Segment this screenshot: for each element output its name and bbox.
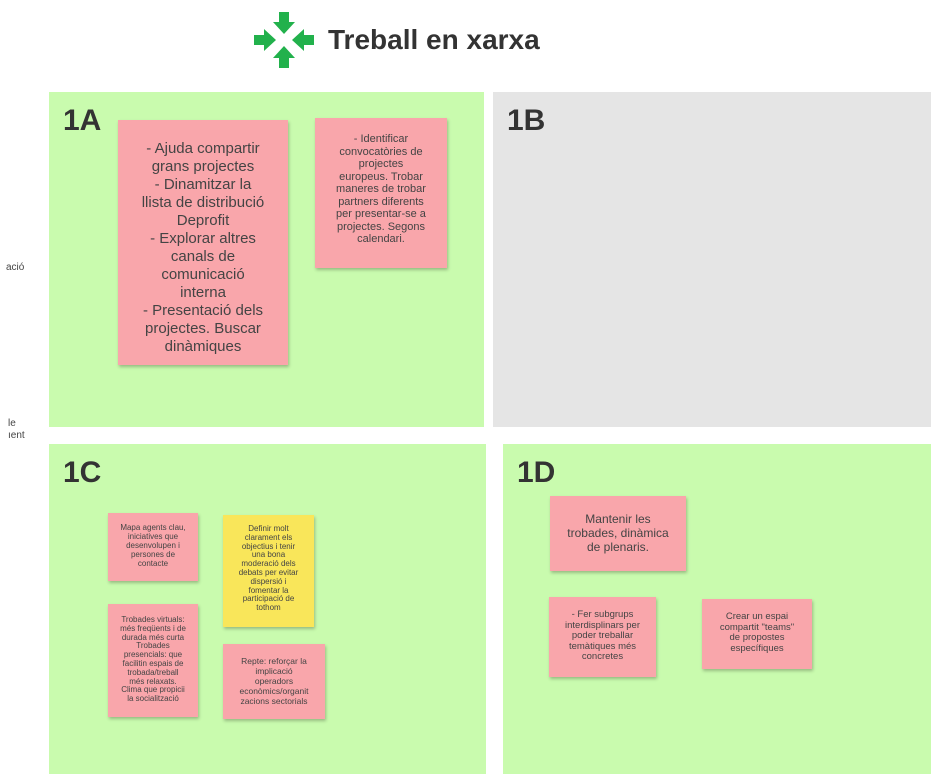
compress-arrows-icon [254,12,314,68]
side-fragment: ació [6,262,25,273]
sticky-note[interactable]: Crear un espai compartit "teams" de prop… [702,599,812,669]
quadrant-1b[interactable]: 1B [493,92,931,427]
sticky-note[interactable]: - Identificar convocatòries de projectes… [315,118,447,268]
side-fragment: ıent [8,430,25,441]
sticky-note[interactable]: Repte: reforçar la implicació operadors … [223,644,325,719]
quadrant-label: 1D [517,456,556,489]
sticky-note[interactable]: Trobades virtuals: més freqüents i de du… [108,604,198,717]
board-title: Treball en xarxa [254,12,540,68]
quadrant-label: 1C [63,456,102,489]
quadrant-label: 1B [507,104,546,137]
sticky-note[interactable]: Mantenir les trobades, dinàmica de plena… [550,496,686,571]
side-fragment: le [8,418,16,429]
page-title: Treball en xarxa [328,24,540,55]
sticky-note[interactable]: - Ajuda compartir grans projectes - Dina… [118,120,288,365]
sticky-note[interactable]: - Fer subgrups interdisplinars per poder… [549,597,656,677]
quadrant-label: 1A [63,104,102,137]
sticky-note[interactable]: Definir molt clarament els objectius i t… [223,515,314,627]
sticky-note[interactable]: Mapa agents clau, iniciatives que desenv… [108,513,198,581]
